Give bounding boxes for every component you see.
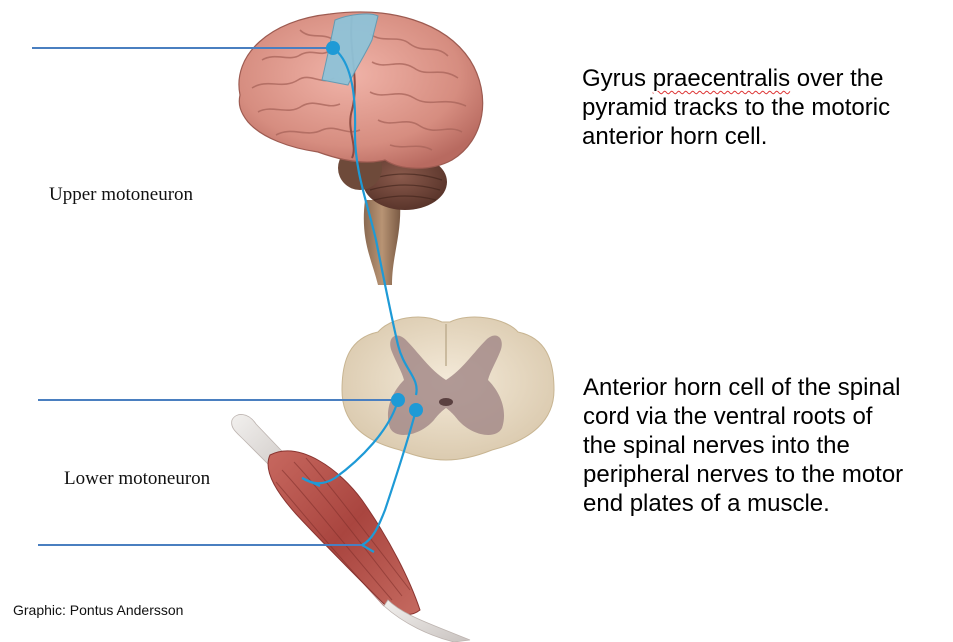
- anterior-horn-cell-icon: [391, 393, 405, 407]
- description-top: Gyrus praecentralis over the pyramid tra…: [582, 64, 890, 151]
- description-bottom-line: peripheral nerves to the motor: [583, 460, 903, 489]
- description-top-line1-rest: over the: [797, 65, 884, 92]
- description-top-line2: pyramid tracks to the motoric: [582, 93, 890, 122]
- description-bottom-line: Anterior horn cell of the spinal: [583, 373, 903, 402]
- brain-illustration: [239, 12, 483, 285]
- description-top-line3: anterior horn cell.: [582, 122, 890, 151]
- description-bottom-line: end plates of a muscle.: [583, 489, 903, 518]
- upper-neuron-cell-icon: [326, 41, 340, 55]
- description-top-word-gyrus: Gyrus: [582, 65, 646, 92]
- anterior-horn-cell-2-icon: [409, 403, 423, 417]
- graphic-credit: Graphic: Pontus Andersson: [13, 602, 183, 618]
- description-top-line1: Gyrus praecentralis over the: [582, 64, 890, 93]
- spinal-cord-cross-section: [342, 317, 554, 460]
- description-bottom-line: the spinal nerves into the: [583, 431, 903, 460]
- lower-motoneuron-label: Lower motoneuron: [64, 468, 210, 490]
- upper-motoneuron-label: Upper motoneuron: [49, 184, 193, 206]
- description-top-word-praecentralis: praecentralis: [653, 65, 790, 92]
- description-bottom: Anterior horn cell of the spinal cord vi…: [583, 373, 903, 518]
- description-bottom-line: cord via the ventral roots of: [583, 402, 903, 431]
